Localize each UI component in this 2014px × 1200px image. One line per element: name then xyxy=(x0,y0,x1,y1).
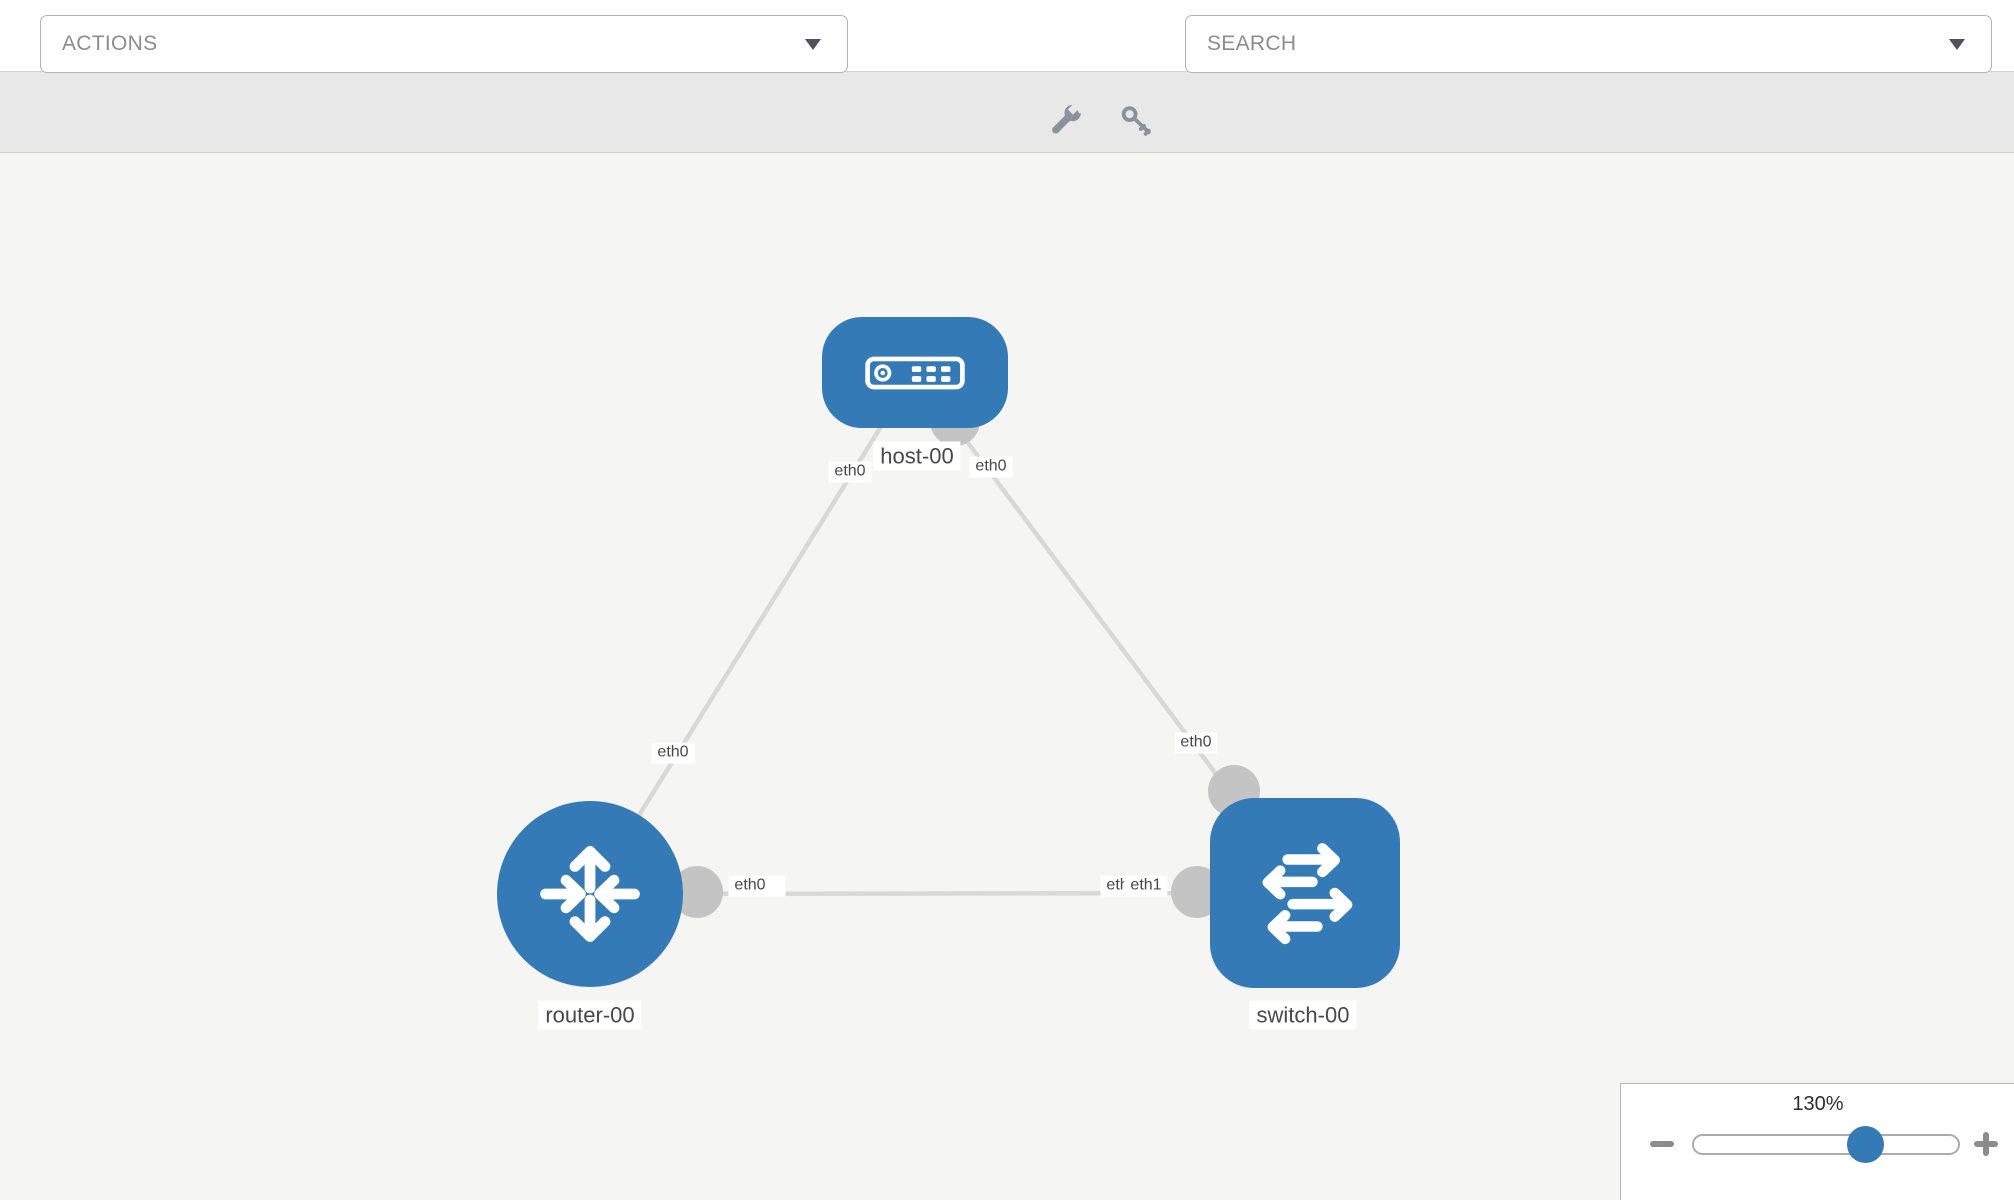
key-icon xyxy=(1121,106,1151,136)
link-host-router xyxy=(588,370,917,896)
zoom-out-minus-icon[interactable] xyxy=(1650,1141,1674,1147)
search-dropdown-label: SEARCH xyxy=(1207,32,1297,55)
port-label-switch-eth1: eth1 xyxy=(1124,875,1168,897)
actions-dropdown[interactable]: ACTIONS xyxy=(40,15,848,73)
node-label-router: router-00 xyxy=(538,1000,642,1030)
router-arrows-icon xyxy=(540,846,640,942)
port-label-router-eth0: eth0 xyxy=(651,742,695,764)
switch-arrows-icon xyxy=(1262,843,1353,945)
node-switch[interactable] xyxy=(1210,798,1400,988)
configure-button[interactable] xyxy=(1046,100,1086,140)
zoom-level-readout: 130% xyxy=(1792,1093,1844,1115)
toolbar xyxy=(0,72,2014,153)
zoom-slider-knob[interactable] xyxy=(1846,1125,1884,1163)
port-label-router-eth0-to-switch: eth0 xyxy=(728,875,786,897)
zoom-in-plus-icon[interactable] xyxy=(1974,1132,1998,1156)
actions-dropdown-label: ACTIONS xyxy=(62,32,158,55)
zoom-slider-track[interactable] xyxy=(1692,1125,1960,1163)
node-host[interactable] xyxy=(822,317,1008,428)
node-label-switch: switch-00 xyxy=(1249,1000,1357,1030)
caret-down-icon xyxy=(805,39,821,50)
topology-edges xyxy=(588,370,1307,918)
port-label-host-eth0-to-router: eth0 xyxy=(828,461,872,483)
topology-canvas[interactable]: host-00 router-00 switch-00 eth0 eth0 et… xyxy=(0,153,2014,1200)
endpoint-dot-router xyxy=(671,866,723,918)
port-label-host-eth0-to-switch: eth0 xyxy=(969,456,1013,478)
zoom-slider-row xyxy=(1650,1124,2000,1164)
port-label-switch-eth0: eth0 xyxy=(1174,732,1218,754)
caret-down-icon xyxy=(1949,39,1965,50)
node-router[interactable] xyxy=(497,801,683,987)
zoom-panel: 130% xyxy=(1620,1083,2014,1200)
wrench-icon xyxy=(1052,104,1081,134)
search-dropdown[interactable]: SEARCH xyxy=(1185,15,1992,73)
host-server-icon xyxy=(865,356,965,389)
credentials-button[interactable] xyxy=(1116,100,1156,140)
node-label-host: host-00 xyxy=(873,441,961,471)
